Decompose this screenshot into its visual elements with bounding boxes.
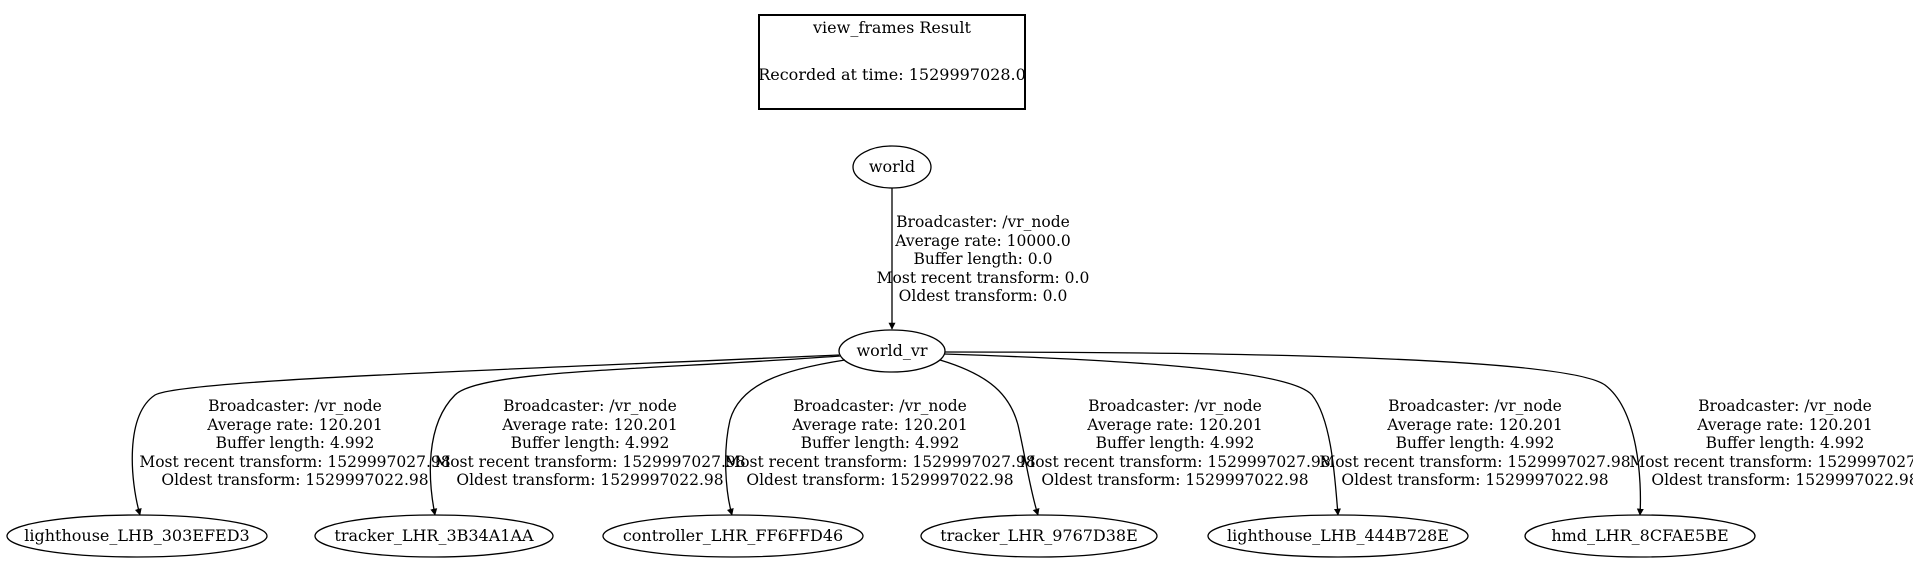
node-world-vr[interactable]: world_vr — [838, 329, 946, 373]
edge-label-line: Most recent transform: 1529997027.98 — [724, 453, 1035, 471]
node-shape — [1524, 514, 1756, 558]
edge-label-line: Oldest transform: 0.0 — [899, 287, 1068, 305]
edge-label-line: Oldest transform: 1529997022.98 — [1651, 471, 1913, 489]
node-tracker-lhr-3b34a1aa[interactable]: tracker_LHR_3B34A1AA — [314, 514, 554, 558]
edge-label-line: Buffer length: 4.992 — [216, 434, 375, 452]
edge-label-line: Buffer length: 4.992 — [801, 434, 960, 452]
edge-label-line: Average rate: 120.201 — [501, 416, 677, 434]
edge-world-vr-to-hmd-lhr-8cfae5be: Broadcaster: /vr_node Average rate: 120.… — [944, 351, 1913, 516]
edge-label-line: Buffer length: 4.992 — [1096, 434, 1255, 452]
node-lighthouse-lhb-303efed3[interactable]: lighthouse_LHB_303EFED3 — [6, 514, 268, 558]
node-label: lighthouse_LHB_444B728E — [1227, 526, 1449, 545]
node-label: hmd_LHR_8CFAE5BE — [1551, 526, 1728, 545]
edge-label-line: Average rate: 120.201 — [1386, 416, 1562, 434]
node-world-vr-shape — [838, 329, 946, 373]
node-label: controller_LHR_FF6FFD46 — [623, 526, 843, 545]
edge-world-vr-to-lighthouse-lhb-303efed3: Broadcaster: /vr_node Average rate: 120.… — [131, 354, 840, 516]
edge-world-to-world-vr: Broadcaster: /vr_node Average rate: 1000… — [877, 188, 1090, 330]
result-box-frame — [758, 14, 1026, 110]
edge-world-vr-to-tracker-lhr-3b34a1aa: Broadcaster: /vr_node Average rate: 120.… — [429, 355, 841, 516]
node-lighthouse-lhb-444b728e[interactable]: lighthouse_LHB_444B728E — [1207, 514, 1469, 558]
node-world[interactable]: world — [852, 145, 932, 189]
edge-curve — [429, 355, 841, 516]
edge-label-line: Broadcaster: /vr_node — [896, 213, 1070, 231]
node-world-label: world — [869, 157, 915, 176]
edge-label-line: Average rate: 120.201 — [206, 416, 382, 434]
edge-label-line: Buffer length: 4.992 — [1706, 434, 1865, 452]
edge-label-line: Most recent transform: 1529997027.98 — [434, 453, 745, 471]
edge-curve — [131, 354, 840, 516]
node-label: lighthouse_LHB_303EFED3 — [24, 526, 249, 545]
edge-label-line: Average rate: 120.201 — [791, 416, 967, 434]
result-box-recorded-time: Recorded at time: 1529997028.0 — [758, 65, 1026, 84]
result-box-title: view_frames Result — [812, 18, 972, 37]
edge-label-line: Average rate: 120.201 — [1086, 416, 1262, 434]
edge-label-line: Average rate: 10000.0 — [894, 232, 1070, 250]
edge-label-line: Most recent transform: 1529997027.98 — [139, 453, 450, 471]
edge-label-line: Broadcaster: /vr_node — [1088, 397, 1262, 415]
edge-label-line: Most recent transform: 1529997027.98 — [1019, 453, 1330, 471]
edge-label-line: Broadcaster: /vr_node — [1388, 397, 1562, 415]
node-world-vr-label: world_vr — [856, 341, 927, 360]
node-controller-lhr-ff6ffd46[interactable]: controller_LHR_FF6FFD46 — [602, 514, 864, 558]
node-shape — [6, 514, 268, 558]
node-shape — [314, 514, 554, 558]
edge-curve — [944, 351, 1644, 516]
edge-curve — [939, 359, 1040, 516]
edge-label-line: Broadcaster: /vr_node — [1698, 397, 1872, 415]
node-shape — [920, 514, 1158, 558]
node-hmd-lhr-8cfae5be[interactable]: hmd_LHR_8CFAE5BE — [1524, 514, 1756, 558]
edge-curve — [943, 353, 1341, 516]
node-label: tracker_LHR_3B34A1AA — [334, 526, 534, 545]
edge-label-line: Most recent transform: 1529997027.98 — [1629, 453, 1913, 471]
edge-label-line: Buffer length: 0.0 — [914, 250, 1053, 268]
edge-label-line: Broadcaster: /vr_node — [503, 397, 677, 415]
edge-label-line: Oldest transform: 1529997022.98 — [1341, 471, 1608, 489]
edge-label-line: Most recent transform: 0.0 — [877, 269, 1090, 287]
edge-label-line: Oldest transform: 1529997022.98 — [1041, 471, 1308, 489]
node-tracker-lhr-9767d38e[interactable]: tracker_LHR_9767D38E — [920, 514, 1158, 558]
result-box: view_frames Result Recorded at time: 152… — [758, 14, 1026, 110]
edge-label-line: Oldest transform: 1529997022.98 — [746, 471, 1013, 489]
edge-label-line: Buffer length: 4.992 — [511, 434, 670, 452]
edge-label-line: Oldest transform: 1529997022.98 — [161, 471, 428, 489]
edge-label-line: Buffer length: 4.992 — [1396, 434, 1555, 452]
edge-curve — [725, 359, 846, 516]
node-shape — [1207, 514, 1469, 558]
edge-label-line: Oldest transform: 1529997022.98 — [456, 471, 723, 489]
edge-label-line: Average rate: 120.201 — [1696, 416, 1872, 434]
edge-label-line: Most recent transform: 1529997027.98 — [1319, 453, 1630, 471]
node-shape — [602, 514, 864, 558]
node-label: tracker_LHR_9767D38E — [940, 526, 1138, 545]
edge-world-vr-to-controller-lhr-ff6ffd46: Broadcaster: /vr_node Average rate: 120.… — [724, 359, 1036, 516]
edge-world-vr-to-lighthouse-lhb-444b728e: Broadcaster: /vr_node Average rate: 120.… — [943, 353, 1631, 516]
edge-label-line: Broadcaster: /vr_node — [793, 397, 967, 415]
edge-label-line: Broadcaster: /vr_node — [208, 397, 382, 415]
edge-world-vr-to-tracker-lhr-9767d38e: Broadcaster: /vr_node Average rate: 120.… — [939, 359, 1331, 516]
